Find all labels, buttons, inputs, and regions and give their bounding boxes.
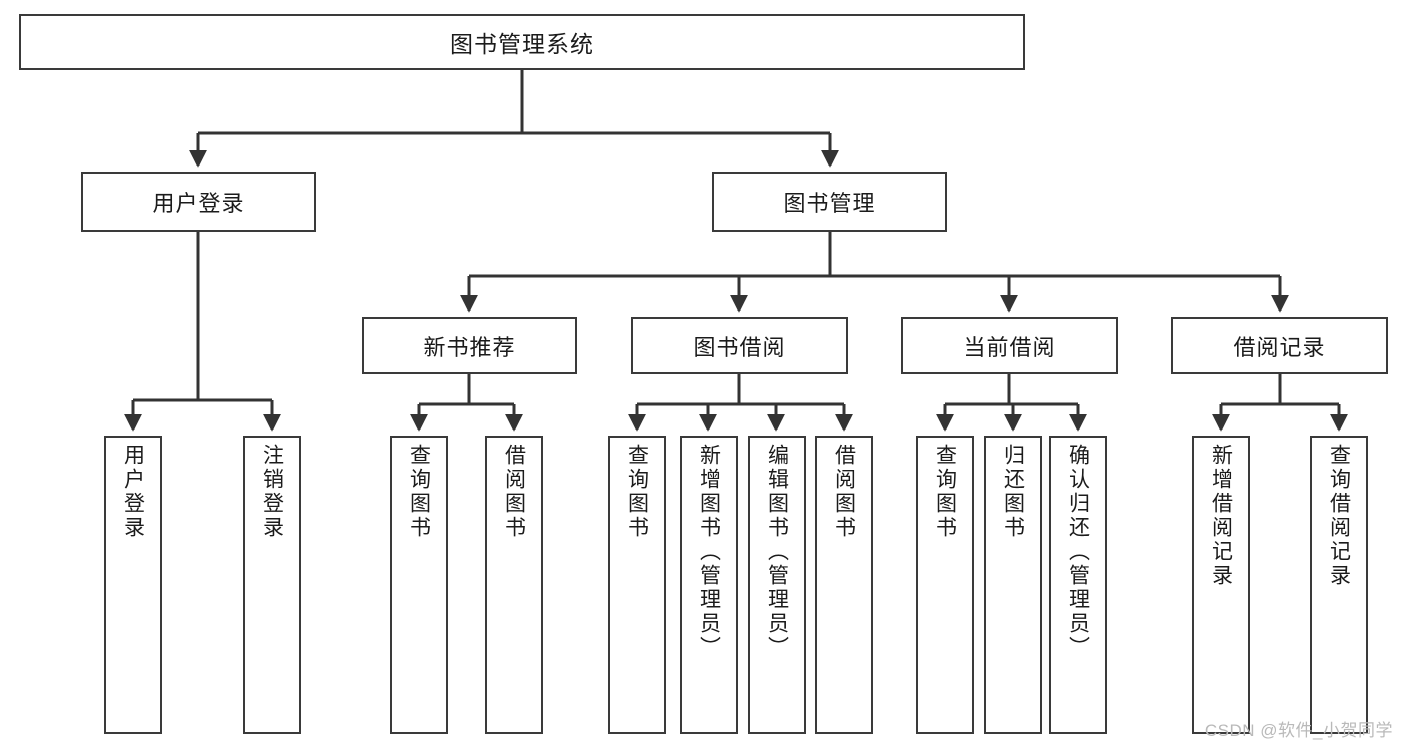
leaf-user-login-logout[interactable]: 注销登录 <box>243 436 301 734</box>
node-label: 图书管理 <box>783 191 876 216</box>
leaf-borrow-record-add-record[interactable]: 新增借阅记录 <box>1192 436 1250 734</box>
node-label: 查询借阅记录 <box>1327 444 1351 588</box>
node-user-login[interactable]: 用户登录 <box>81 172 316 232</box>
node-new-book-recommend[interactable]: 新书推荐 <box>362 317 577 374</box>
node-label: 新书推荐 <box>423 334 516 360</box>
node-label: 查询图书 <box>407 444 431 540</box>
node-current-borrow[interactable]: 当前借阅 <box>901 317 1118 374</box>
leaf-current-borrow-query-book[interactable]: 查询图书 <box>916 436 974 734</box>
node-book-borrow[interactable]: 图书借阅 <box>631 317 848 374</box>
node-label: 查询图书 <box>625 444 649 540</box>
leaf-current-borrow-confirm-return-admin[interactable]: 确认归还（管理员） <box>1049 436 1107 734</box>
leaf-book-borrow-query-book[interactable]: 查询图书 <box>608 436 666 734</box>
leaf-current-borrow-return-book[interactable]: 归还图书 <box>984 436 1042 734</box>
node-label: 当前借阅 <box>963 334 1056 360</box>
node-label: 借阅记录 <box>1233 334 1326 360</box>
leaf-borrow-record-query-record[interactable]: 查询借阅记录 <box>1310 436 1368 734</box>
node-label: 借阅图书 <box>832 444 856 540</box>
leaf-new-book-query-book[interactable]: 查询图书 <box>390 436 448 734</box>
node-label: 新增借阅记录 <box>1209 444 1233 588</box>
leaf-new-book-borrow-book[interactable]: 借阅图书 <box>485 436 543 734</box>
node-label: 用户登录 <box>121 444 145 540</box>
node-label: 图书借阅 <box>693 334 786 360</box>
node-label: 图书管理系统 <box>450 31 594 57</box>
node-book-management[interactable]: 图书管理 <box>712 172 947 232</box>
node-label: 用户登录 <box>152 191 245 216</box>
node-label: 确认归还（管理员） <box>1066 444 1090 660</box>
leaf-book-borrow-borrow-book[interactable]: 借阅图书 <box>815 436 873 734</box>
leaf-book-borrow-edit-book-admin[interactable]: 编辑图书（管理员） <box>748 436 806 734</box>
node-label: 借阅图书 <box>502 444 526 540</box>
node-borrow-record[interactable]: 借阅记录 <box>1171 317 1388 374</box>
leaf-user-login-login[interactable]: 用户登录 <box>104 436 162 734</box>
csdn-watermark: CSDN @软件_小贺同学 <box>1204 721 1393 740</box>
node-root-book-management-system[interactable]: 图书管理系统 <box>19 14 1025 70</box>
leaf-book-borrow-add-book-admin[interactable]: 新增图书（管理员） <box>680 436 738 734</box>
node-label: 新增图书（管理员） <box>697 444 721 660</box>
node-label: 注销登录 <box>260 444 284 540</box>
node-label: 归还图书 <box>1001 444 1025 540</box>
node-label: 查询图书 <box>933 444 957 540</box>
node-label: 编辑图书（管理员） <box>765 444 789 660</box>
